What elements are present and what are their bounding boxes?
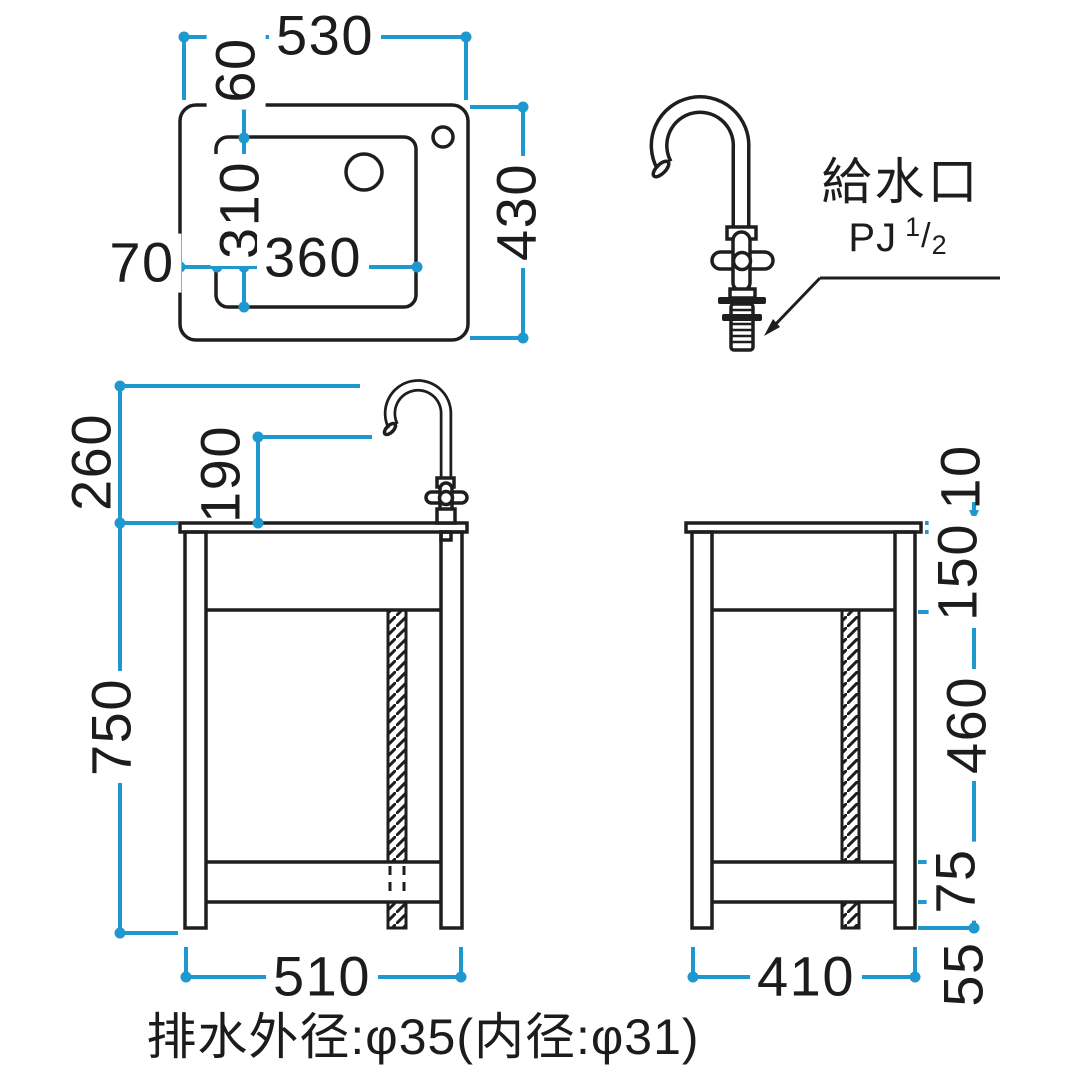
- escutcheon: [728, 287, 757, 300]
- spec-prefix: PJ: [848, 215, 898, 260]
- front-leg-side: [690, 530, 714, 930]
- mounting-flange: [718, 297, 766, 304]
- faucet-mount-hole: [431, 125, 455, 149]
- faucet-front: [382, 379, 469, 542]
- rear-leg-side: [893, 530, 917, 930]
- dim-front-faucet-height: 260: [59, 413, 123, 511]
- dim-top-basin-width: 360: [257, 228, 369, 288]
- spout-tip: [651, 159, 671, 179]
- dim-side-shelf-height: 75: [924, 841, 987, 921]
- dim-front-width: 510: [266, 947, 378, 1007]
- dim-side-foot-height: 55: [931, 941, 995, 1007]
- counter-slab-side: [684, 521, 923, 534]
- leader-arrow: [764, 276, 1000, 336]
- dim-side-open-height: 460: [935, 669, 998, 781]
- sink-outline: [178, 103, 470, 342]
- dim-side-apron-height: 150: [926, 516, 989, 628]
- drain-hole: [344, 152, 384, 192]
- spec-slash: /: [921, 216, 932, 255]
- spec-denominator: 2: [931, 229, 948, 260]
- drain-pipe-front: [386, 608, 408, 864]
- front-view-drawing: [114, 379, 469, 983]
- dim-top-inset-top: 60: [204, 30, 267, 110]
- drain-pipe-side: [840, 608, 861, 864]
- cross-handle: [710, 230, 775, 293]
- dim-side-top-thickness: 10: [928, 444, 992, 510]
- dim-front-spout-height: 190: [188, 425, 252, 523]
- right-leg-front: [439, 530, 464, 930]
- faucet-detail-drawing: [649, 95, 1000, 352]
- front-view-dimension-lines: [114, 380, 467, 983]
- drain-diameter-note: 排水外径:φ35(内径:φ31): [146, 1008, 700, 1065]
- dim-front-counter-height: 750: [80, 671, 143, 783]
- dim-side-depth: 410: [750, 947, 862, 1007]
- spec-numerator: 1: [905, 211, 922, 242]
- dim-top-inset-left: 70: [102, 233, 182, 293]
- counter-slab-front: [178, 521, 469, 534]
- dim-top-depth: 430: [485, 156, 548, 268]
- water-supply-label: 給水口: [821, 153, 981, 210]
- left-leg-front: [183, 530, 208, 930]
- locknut: [722, 314, 762, 321]
- dim-top-width: 530: [269, 6, 381, 66]
